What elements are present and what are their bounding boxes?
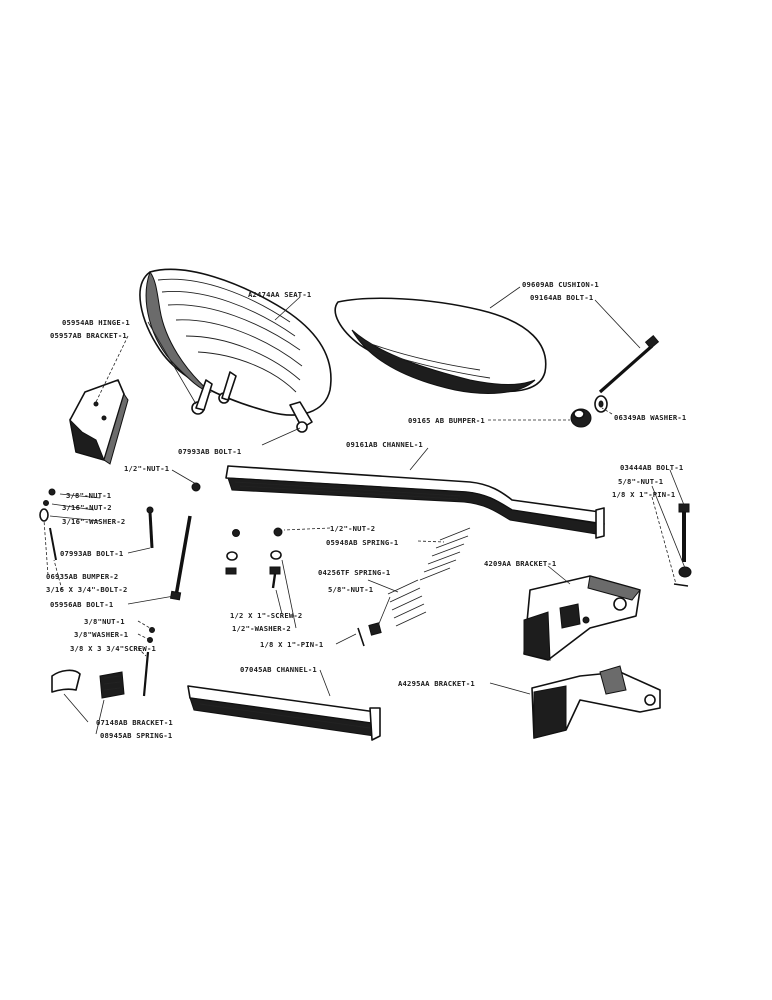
label-pin-mid: 1/8 X 1"-PIN-1 — [260, 640, 323, 649]
cushion-bolt — [598, 335, 660, 394]
right-bolt-assembly — [673, 503, 692, 587]
label-nut-half-2: 1/2"-NUT-2 — [330, 524, 375, 533]
label-channel-lower: 07045AB CHANNEL-1 — [240, 665, 317, 674]
hinge-bracket — [69, 379, 129, 465]
label-nut-58: 5/8"-NUT-1 — [328, 585, 373, 594]
label-bracket-right: 4209AA BRACKET-1 — [484, 559, 556, 568]
label-nut-half-1: 1/2"-NUT-1 — [124, 464, 169, 473]
label-bracket-small: 07148AB BRACKET-1 — [96, 718, 173, 727]
label-cushion: 09609AB CUSHION-1 — [522, 280, 599, 289]
label-washer-half: 1/2"-WASHER-2 — [232, 624, 291, 633]
label-washer-316: 3/16"-WASHER-2 — [62, 517, 125, 526]
label-spring-upper: 05948AB SPRING-1 — [326, 538, 398, 547]
label-hinge: 05954AB HINGE-1 — [62, 318, 130, 327]
label-spring-lower: 04256TF SPRING-1 — [318, 568, 390, 577]
cushion — [334, 297, 547, 394]
label-bolt-seat: 07993AB BOLT-1 — [178, 447, 241, 456]
spring-upper — [419, 527, 471, 581]
label-washer-bumper: 06349AB WASHER-1 — [614, 413, 686, 422]
label-bracket-lower-right: A4295AA BRACKET-1 — [398, 679, 475, 688]
label-seat: A2474AA SEAT-1 — [248, 290, 311, 299]
label-screw-38: 3/8 X 3 3/4"SCREW-1 — [70, 644, 156, 653]
label-bolt-right: 03444AB BOLT-1 — [620, 463, 683, 472]
label-bumper2: 06935AB BUMPER-2 — [46, 572, 118, 581]
label-bracket-hinge: 05957AB BRACKET-1 — [50, 331, 127, 340]
label-screw-half: 1/2 X 1"-SCREW-2 — [230, 611, 302, 620]
label-bolt-cushion: 09164AB BOLT-1 — [530, 293, 593, 302]
bracket-4209aa — [523, 575, 641, 661]
channel-lower — [187, 685, 381, 741]
label-channel-main: 09161AB CHANNEL-1 — [346, 440, 423, 449]
bumper — [570, 408, 592, 428]
label-bolt-left: 07993AB BOLT-1 — [60, 549, 123, 558]
washer — [594, 395, 608, 413]
label-nut-38b: 3/8"NUT-1 — [84, 617, 125, 626]
channel-main — [225, 465, 605, 539]
label-bolt2: 3/16 X 3/4"-BOLT-2 — [46, 585, 128, 594]
left-lower-hardware — [142, 627, 155, 697]
label-pin-right: 1/8 X 1"-PIN-1 — [612, 490, 675, 499]
label-washer-38: 3/8"WASHER-1 — [74, 630, 128, 639]
label-spring-small: 08945AB SPRING-1 — [100, 731, 172, 740]
center-hardware — [191, 482, 365, 647]
label-bumper: 09165 AB BUMPER-1 — [408, 416, 485, 425]
long-bolt — [169, 515, 192, 601]
label-nut-316: 3/16"-NUT-2 — [62, 503, 112, 512]
label-nut-38: 3/8"-NUT-1 — [66, 491, 111, 500]
label-nut-right: 5/8"-NUT-1 — [618, 477, 663, 486]
leader-lines — [43, 286, 686, 735]
part-labels: A2474AA SEAT-1 09609AB CUSHION-1 09164AB… — [46, 280, 686, 740]
left-small-hardware — [39, 488, 154, 561]
label-bolt-long: 05956AB BOLT-1 — [50, 600, 113, 609]
bracket-a4295aa — [531, 665, 661, 739]
nut-58 — [368, 622, 382, 636]
spring-lower — [387, 579, 427, 627]
small-bracket — [51, 669, 125, 699]
